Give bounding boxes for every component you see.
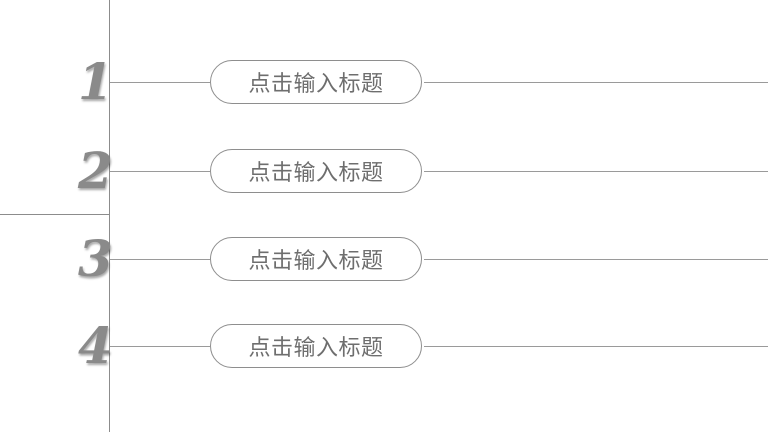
connector-line-right	[424, 82, 768, 83]
title-placeholder[interactable]: 点击输入标题	[210, 60, 422, 104]
list-item-1: 1 点击输入标题	[0, 52, 768, 111]
item-number: 1	[78, 52, 113, 111]
connector-line-left	[110, 171, 210, 172]
vertical-timeline-line	[109, 0, 110, 432]
connector-line-right	[424, 259, 768, 260]
connector-line-right	[424, 346, 768, 347]
connector-line-left	[110, 346, 210, 347]
connector-line-left	[110, 82, 210, 83]
connector-line-right	[424, 171, 768, 172]
item-number: 2	[78, 141, 113, 200]
left-horizontal-divider	[0, 214, 110, 215]
item-number: 4	[78, 316, 113, 375]
list-item-3: 3 点击输入标题	[0, 229, 768, 288]
list-item-4: 4 点击输入标题	[0, 316, 768, 375]
list-item-2: 2 点击输入标题	[0, 141, 768, 200]
item-number: 3	[78, 229, 113, 288]
title-placeholder[interactable]: 点击输入标题	[210, 237, 422, 281]
connector-line-left	[110, 259, 210, 260]
title-placeholder[interactable]: 点击输入标题	[210, 324, 422, 368]
title-placeholder[interactable]: 点击输入标题	[210, 149, 422, 193]
